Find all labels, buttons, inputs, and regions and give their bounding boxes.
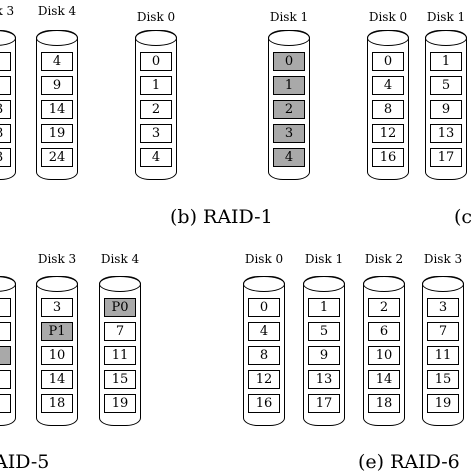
data-block: 8 [372, 100, 404, 119]
disk-label: Disk 4 [100, 252, 140, 266]
data-block: 15 [104, 370, 136, 389]
data-block: 13 [430, 124, 462, 143]
data-block: 10 [41, 346, 73, 365]
data-block: 23 [0, 148, 11, 167]
data-block: 10 [368, 346, 400, 365]
data-block: 3 [0, 52, 11, 71]
data-block: 12 [372, 124, 404, 143]
parity-block: 4 [273, 148, 305, 167]
disk-cylinder-top [0, 275, 17, 292]
data-block: 17 [430, 148, 462, 167]
disk-cylinder-top [362, 275, 406, 292]
parity-block: P0 [104, 298, 136, 317]
data-block: 0 [372, 52, 404, 71]
data-block: 13 [0, 100, 11, 119]
data-block: 4 [41, 52, 73, 71]
subfigure-caption: AID-5 [0, 451, 50, 473]
data-block: 5 [308, 322, 340, 341]
disk-label: Disk 3 [0, 4, 15, 18]
subfigure-caption: (e) RAID-6 [358, 451, 460, 473]
data-block: 19 [41, 124, 73, 143]
data-block: 13 [308, 370, 340, 389]
data-block: 18 [368, 394, 400, 413]
data-block [0, 322, 11, 341]
data-block: 1 [140, 76, 172, 95]
disk-label: Disk 1 [304, 252, 344, 266]
data-block: 15 [427, 370, 459, 389]
disk-label: Disk 1 [426, 10, 466, 24]
disk-cylinder-top [366, 29, 410, 46]
data-block: 1 [430, 52, 462, 71]
disk-label: Disk 0 [136, 10, 176, 24]
data-block: 18 [41, 394, 73, 413]
disk-cylinder-top [0, 29, 17, 46]
data-block: 1 [308, 298, 340, 317]
disk-cylinder-top [242, 275, 286, 292]
disk-label: Disk 2 [364, 252, 404, 266]
data-block: 6 [368, 322, 400, 341]
data-block: 18 [0, 124, 11, 143]
data-block: 14 [41, 100, 73, 119]
data-block: 11 [104, 346, 136, 365]
subfigure-caption: (b) RAID-1 [170, 206, 273, 228]
data-block: 16 [248, 394, 280, 413]
parity-block: 2 [0, 346, 11, 365]
data-block: 7 [104, 322, 136, 341]
data-block: 9 [308, 346, 340, 365]
data-block: 7 [427, 322, 459, 341]
disk-label: Disk 0 [368, 10, 408, 24]
data-block: 4 [372, 76, 404, 95]
data-block: 17 [308, 394, 340, 413]
disk-cylinder-top [134, 29, 178, 46]
data-block: 11 [427, 346, 459, 365]
data-block: 9 [41, 76, 73, 95]
data-block: 3 [41, 298, 73, 317]
subfigure-caption: (c [454, 206, 473, 228]
data-block: 4 [140, 148, 172, 167]
disk-cylinder-top [424, 29, 468, 46]
data-block: 0 [140, 52, 172, 71]
parity-block: 2 [273, 100, 305, 119]
data-block: 2 [140, 100, 172, 119]
data-block: 16 [372, 148, 404, 167]
disk-cylinder-top [421, 275, 465, 292]
data-block: 12 [248, 370, 280, 389]
disk-label: Disk 3 [423, 252, 463, 266]
data-block: 24 [41, 148, 73, 167]
disk-label: Disk 4 [37, 4, 77, 18]
data-block: 8 [248, 346, 280, 365]
disk-label: 2 [0, 252, 25, 266]
data-block: 0 [248, 298, 280, 317]
data-block: 19 [427, 394, 459, 413]
disk-cylinder-top [267, 29, 311, 46]
disk-label: Disk 1 [269, 10, 309, 24]
data-block: 7 [0, 394, 11, 413]
data-block: 4 [248, 322, 280, 341]
parity-block: P1 [41, 322, 73, 341]
disk-cylinder-top [35, 275, 79, 292]
data-block: 8 [0, 76, 11, 95]
disk-label: Disk 3 [37, 252, 77, 266]
disk-cylinder-top [302, 275, 346, 292]
parity-block: 3 [273, 124, 305, 143]
data-block: 19 [104, 394, 136, 413]
data-block: 9 [430, 100, 462, 119]
data-block: 5 [430, 76, 462, 95]
disk-label: Disk 0 [244, 252, 284, 266]
parity-block: 1 [273, 76, 305, 95]
data-block [0, 298, 11, 317]
disk-cylinder-top [98, 275, 142, 292]
data-block: 3 [140, 124, 172, 143]
disk-cylinder-top [35, 29, 79, 46]
data-block: 14 [41, 370, 73, 389]
data-block: 14 [368, 370, 400, 389]
parity-block: 0 [273, 52, 305, 71]
data-block: 2 [368, 298, 400, 317]
data-block: 3 [427, 298, 459, 317]
data-block: 3 [0, 370, 11, 389]
